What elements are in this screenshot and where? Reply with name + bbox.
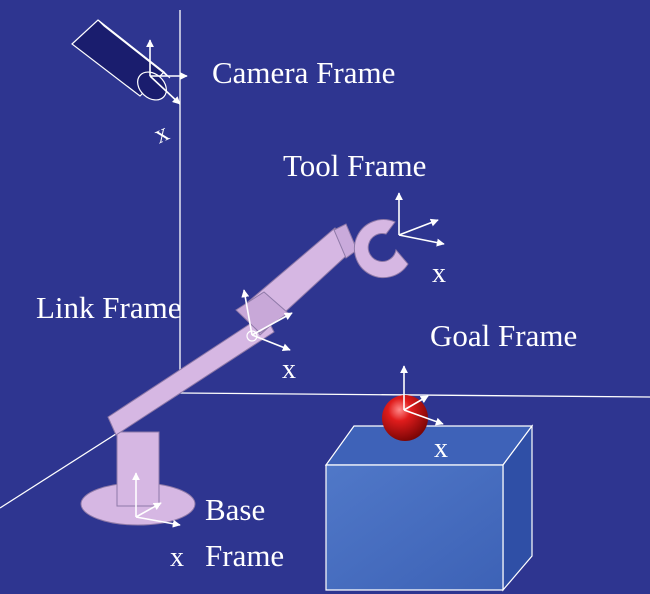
camera-frame-label: Camera Frame: [212, 55, 395, 90]
camera-icon: [71, 19, 171, 101]
goal-x-label: x: [434, 433, 448, 464]
box-top: [324, 425, 534, 466]
robot-base: [80, 431, 196, 526]
base-frame-label-line1: Base: [205, 492, 265, 527]
goal-frame-axes: [400, 365, 444, 426]
camera-lens: [137, 71, 167, 101]
camera-top-face: [97, 19, 171, 79]
goal-frame-label: Goal Frame: [430, 318, 577, 353]
base-frame-axes: [132, 472, 181, 528]
base-frame-label-line2: Frame: [205, 538, 284, 573]
lower-link: [107, 313, 275, 436]
tool-frame-label: Tool Frame: [283, 148, 426, 183]
link-x-label: x: [282, 354, 296, 385]
gripper-icon: [353, 219, 409, 279]
tool-frame-axes: [395, 192, 445, 247]
box-front: [325, 464, 504, 591]
goal-sphere-icon: [382, 395, 428, 441]
camera-frame-axes: [146, 39, 188, 105]
robot-arm: [107, 219, 409, 436]
box-icon: [324, 424, 534, 592]
link-frame-label: Link Frame: [36, 290, 182, 325]
base-x-label: x: [170, 542, 184, 573]
tool-x-label: x: [432, 258, 446, 289]
horizontal-world-axis: [179, 392, 650, 398]
base-pillar: [116, 431, 160, 507]
link-frame-axes: [241, 289, 293, 352]
